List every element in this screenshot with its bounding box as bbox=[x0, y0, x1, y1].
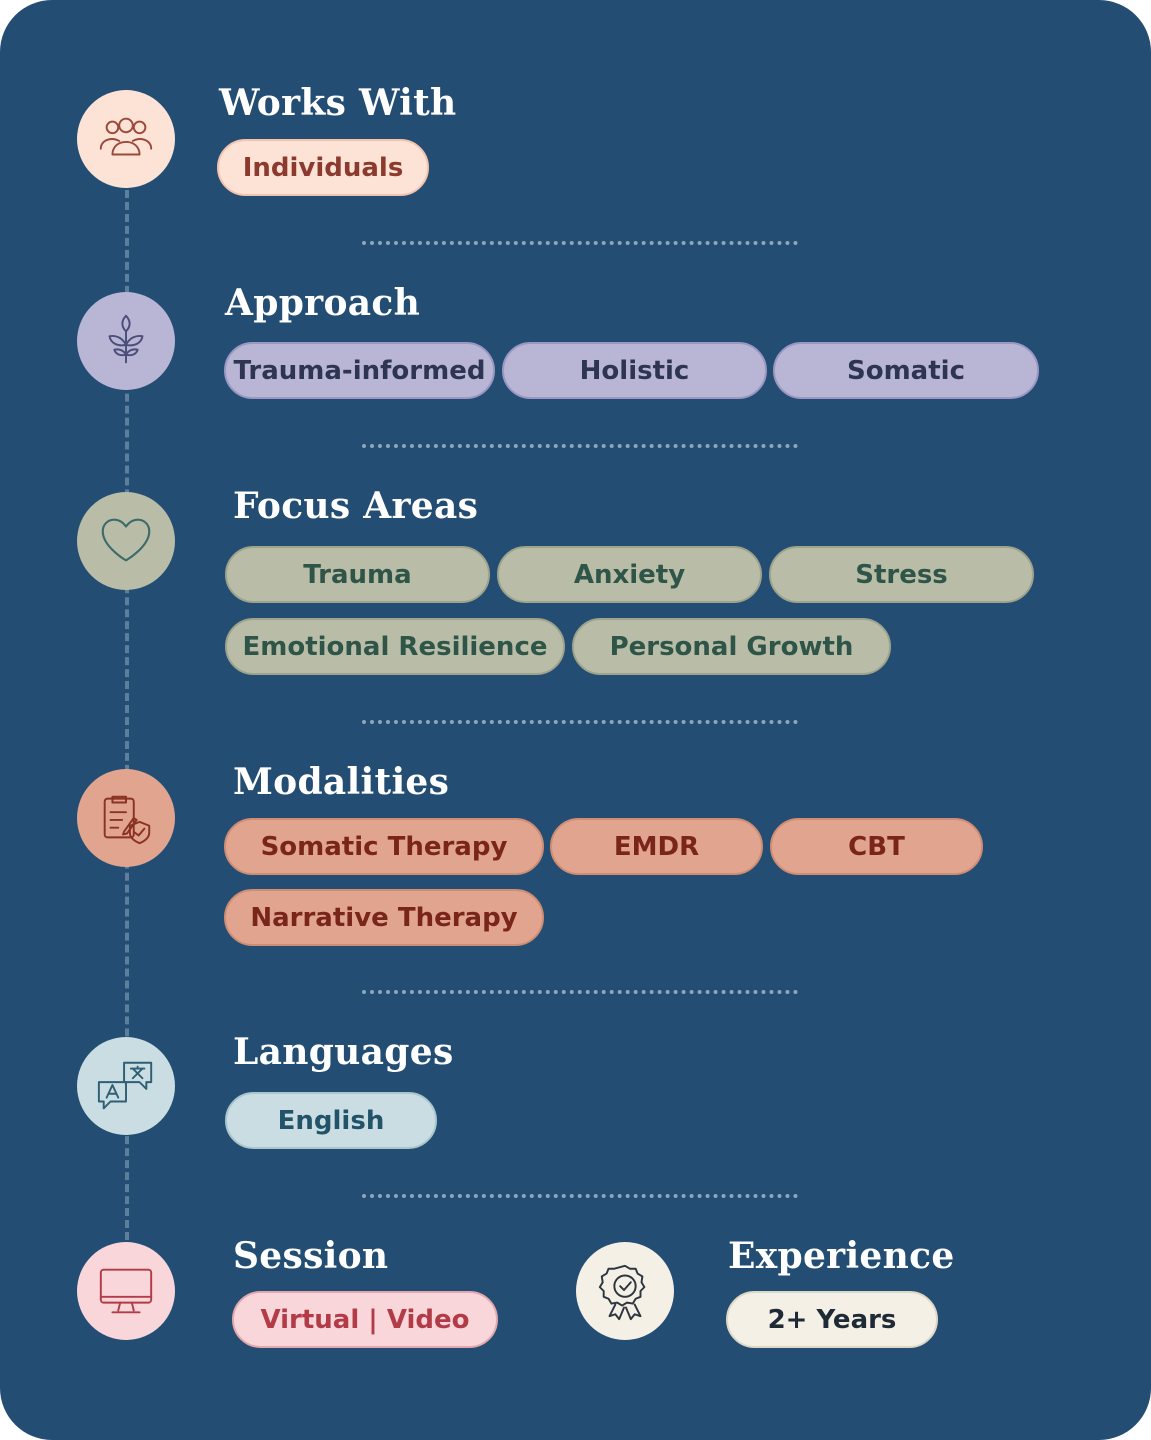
modality-tag: Narrative Therapy bbox=[224, 889, 544, 946]
section-divider bbox=[362, 720, 798, 724]
section-title-experience: Experience bbox=[728, 1235, 955, 1277]
award-badge-icon bbox=[576, 1242, 674, 1340]
clipboard-shield-icon bbox=[77, 769, 175, 867]
session-tag: Virtual | Video bbox=[232, 1291, 498, 1348]
modality-tag: CBT bbox=[770, 818, 983, 875]
section-title-approach: Approach bbox=[225, 282, 421, 324]
section-title-focus-areas: Focus Areas bbox=[233, 485, 479, 527]
timeline-connector bbox=[125, 190, 129, 1240]
section-title-session: Session bbox=[233, 1235, 389, 1277]
modality-tag: Somatic Therapy bbox=[224, 818, 544, 875]
works-with-tag: Individuals bbox=[217, 139, 429, 196]
focus-area-tag: Anxiety bbox=[497, 546, 762, 603]
leaf-sprout-icon bbox=[77, 292, 175, 390]
people-group-icon bbox=[77, 90, 175, 188]
focus-area-tag: Emotional Resilience bbox=[225, 618, 565, 675]
section-title-languages: Languages bbox=[233, 1031, 454, 1073]
focus-area-tag: Trauma bbox=[225, 546, 490, 603]
approach-tag: Trauma-informed bbox=[224, 342, 495, 399]
section-divider bbox=[362, 444, 798, 448]
section-divider bbox=[362, 990, 798, 994]
section-title-modalities: Modalities bbox=[233, 761, 450, 803]
focus-area-tag: Personal Growth bbox=[572, 618, 891, 675]
focus-area-tag: Stress bbox=[769, 546, 1034, 603]
monitor-icon bbox=[77, 1242, 175, 1340]
approach-tag: Holistic bbox=[502, 342, 767, 399]
heart-icon bbox=[77, 492, 175, 590]
translate-icon bbox=[77, 1037, 175, 1135]
section-title-works-with: Works With bbox=[219, 82, 457, 124]
approach-tag: Somatic bbox=[773, 342, 1039, 399]
section-divider bbox=[362, 1194, 798, 1198]
language-tag: English bbox=[225, 1092, 437, 1149]
section-divider bbox=[362, 241, 798, 245]
experience-tag: 2+ Years bbox=[726, 1291, 938, 1348]
modality-tag: EMDR bbox=[550, 818, 763, 875]
